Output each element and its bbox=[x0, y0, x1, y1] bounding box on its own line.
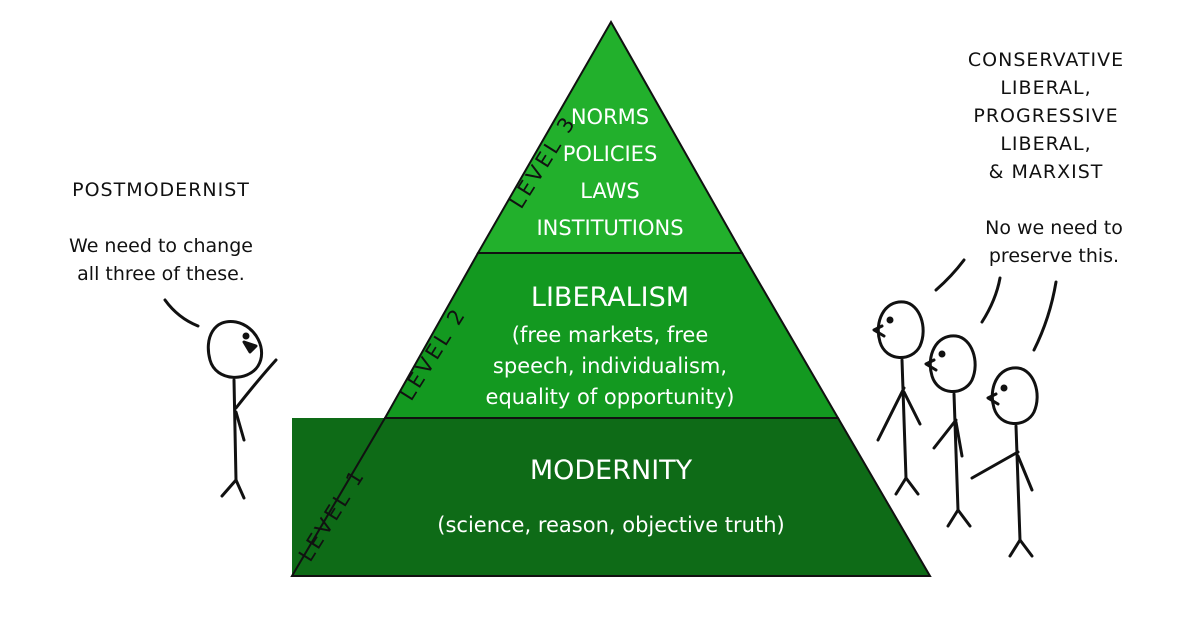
tier-1-shape-left bbox=[292, 418, 930, 576]
speech-line: all three of these. bbox=[69, 260, 253, 288]
postmodernist-stick-figure-icon bbox=[165, 300, 276, 498]
tier-3-line: POLICIES bbox=[536, 136, 683, 173]
group-label-line: CONSERVATIVE bbox=[968, 46, 1124, 74]
group-label-line: LIBERAL, bbox=[968, 130, 1124, 158]
right-group-label: CONSERVATIVE LIBERAL, PROGRESSIVE LIBERA… bbox=[968, 46, 1124, 186]
speech-line: We need to change bbox=[69, 232, 253, 260]
tier-2-line: equality of opportunity) bbox=[486, 382, 735, 413]
tier-1-title: MODERNITY bbox=[530, 455, 692, 486]
tier-3-line: LAWS bbox=[536, 173, 683, 210]
right-group-speech: No we need to preserve this. bbox=[985, 214, 1123, 270]
group-label-line: & MARXIST bbox=[968, 158, 1124, 186]
tier-2-line: (free markets, free bbox=[486, 320, 735, 351]
tier-2-title: LIBERALISM bbox=[531, 282, 689, 313]
tier-3-line: INSTITUTIONS bbox=[536, 210, 683, 247]
tier-3-line: NORMS bbox=[536, 99, 683, 136]
tier-2-text: (free markets, free speech, individualis… bbox=[486, 320, 735, 413]
group-label-line: PROGRESSIVE bbox=[968, 102, 1124, 130]
tier-2-line: speech, individualism, bbox=[486, 351, 735, 382]
speech-line: No we need to bbox=[985, 214, 1123, 242]
tier-3-text: NORMS POLICIES LAWS INSTITUTIONS bbox=[536, 99, 683, 247]
right-group-stick-figures-icon bbox=[874, 260, 1056, 556]
tier-1-subtitle: (science, reason, objective truth) bbox=[437, 510, 784, 541]
group-label-line: LIBERAL, bbox=[968, 74, 1124, 102]
postmodernist-label: POSTMODERNIST bbox=[72, 176, 250, 204]
postmodernist-speech: We need to change all three of these. bbox=[69, 232, 253, 288]
speech-line: preserve this. bbox=[985, 242, 1123, 270]
